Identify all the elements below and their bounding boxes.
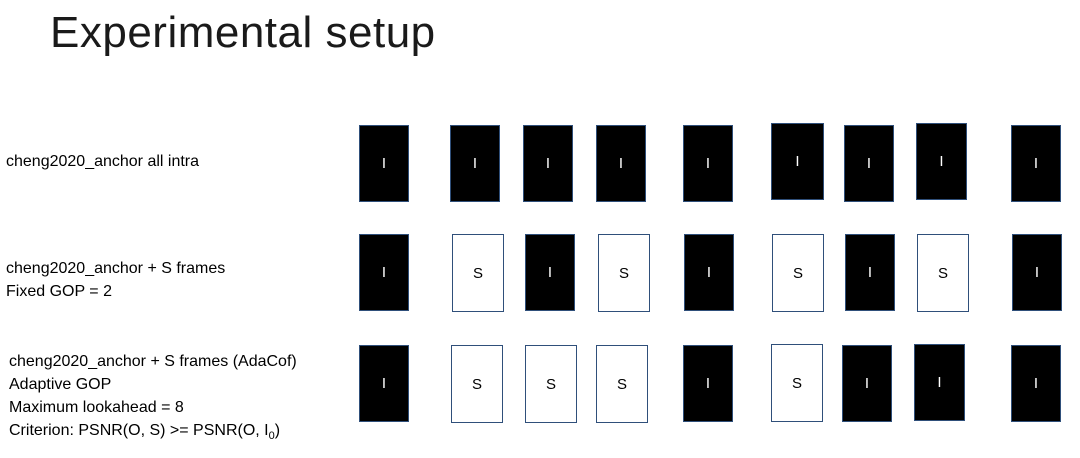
slide-title: Experimental setup bbox=[50, 8, 436, 57]
row-3-frame-6-label: S bbox=[791, 374, 802, 392]
row-3-frame-5-label: I bbox=[705, 375, 711, 392]
row-3-frame-2: S bbox=[451, 345, 503, 423]
row-1-frame-2: I bbox=[450, 125, 500, 202]
row-2-label-line-2: Fixed GOP = 2 bbox=[6, 283, 112, 300]
row-3-frame-9: I bbox=[1011, 345, 1061, 422]
row-2-frame-6: S bbox=[772, 234, 824, 312]
row-3-frame-1: I bbox=[359, 345, 409, 422]
row-2-label-line-1: cheng2020_anchor + S frames bbox=[6, 260, 226, 277]
row-3-frame-3-label: S bbox=[545, 375, 556, 393]
row-3-frame-7: I bbox=[842, 345, 892, 422]
row-3-label: cheng2020_anchor + S frames (AdaCof) Ada… bbox=[9, 350, 297, 448]
row-3-frame-8: I bbox=[914, 344, 965, 421]
row-1-frame-5: I bbox=[683, 125, 733, 202]
row-2-frame-3: I bbox=[525, 234, 575, 311]
row-3-frame-2-label: S bbox=[471, 375, 482, 393]
row-2-frame-8-label: S bbox=[937, 264, 948, 282]
row-3-label-line-2: Adaptive GOP bbox=[9, 376, 112, 393]
row-3-frame-9-label: I bbox=[1033, 375, 1039, 392]
row-2-frame-6-label: S bbox=[792, 264, 803, 282]
row-1-frame-1: I bbox=[359, 125, 409, 202]
row-2-frame-5: I bbox=[684, 234, 734, 311]
row-3-frame-6: S bbox=[771, 344, 823, 422]
row-1-frame-6-label: I bbox=[795, 153, 800, 170]
criterion-prefix: Criterion: PSNR(O, S) >= PSNR(O, I bbox=[9, 422, 269, 439]
row-2-frame-2-label: S bbox=[472, 264, 483, 282]
row-1-frame-7-label: I bbox=[866, 155, 872, 172]
row-2-frame-8: S bbox=[917, 234, 969, 312]
criterion-suffix: ) bbox=[274, 422, 281, 439]
row-2-label: cheng2020_anchor + S frames Fixed GOP = … bbox=[6, 257, 225, 303]
row-1-frame-8-label: I bbox=[939, 153, 944, 170]
row-3-frame-8-label: I bbox=[937, 374, 942, 391]
row-2-frame-4: S bbox=[598, 234, 650, 312]
row-1-frame-3-label: I bbox=[545, 155, 551, 172]
row-1-frame-9-label: I bbox=[1033, 155, 1039, 172]
row-3-frame-4: S bbox=[596, 345, 648, 423]
row-1-frame-9: I bbox=[1011, 125, 1061, 202]
row-2-frame-9: I bbox=[1012, 234, 1062, 311]
row-1-label: cheng2020_anchor all intra bbox=[6, 150, 199, 173]
row-1-label-line-1: cheng2020_anchor all intra bbox=[6, 153, 200, 170]
criterion-subscript: 0 bbox=[268, 430, 275, 443]
row-1-frame-5-label: I bbox=[705, 155, 711, 172]
row-2-frame-9-label: I bbox=[1034, 264, 1040, 281]
row-3-label-line-1: cheng2020_anchor + S frames (AdaCof) bbox=[9, 353, 297, 370]
row-2-frame-5-label: I bbox=[706, 264, 712, 281]
row-1-frame-4-label: I bbox=[618, 155, 624, 172]
row-2-frame-4-label: S bbox=[618, 264, 629, 282]
row-2-frame-2: S bbox=[452, 234, 504, 312]
row-3-frame-1-label: I bbox=[381, 375, 387, 392]
row-1-frame-1-label: I bbox=[381, 155, 387, 172]
row-3-criterion: Criterion: PSNR(O, S) >= PSNR(O, I0) bbox=[9, 419, 297, 448]
row-2-frame-7-label: I bbox=[867, 264, 873, 281]
row-1-frame-2-label: I bbox=[472, 155, 478, 172]
row-2-frame-1-label: I bbox=[381, 264, 387, 281]
row-2-frame-1: I bbox=[359, 234, 409, 311]
row-1-frame-3: I bbox=[523, 125, 573, 202]
row-2-frame-7: I bbox=[845, 234, 895, 311]
row-2-frame-3-label: I bbox=[547, 264, 553, 281]
row-3-frame-4-label: S bbox=[616, 375, 627, 393]
row-1-frame-8: I bbox=[916, 123, 967, 200]
row-3-frame-3: S bbox=[525, 345, 577, 423]
row-3-frame-5: I bbox=[683, 345, 733, 422]
row-1-frame-7: I bbox=[844, 125, 894, 202]
row-3-label-line-3: Maximum lookahead = 8 bbox=[9, 399, 184, 416]
row-3-frame-7-label: I bbox=[864, 375, 870, 392]
row-1-frame-6: I bbox=[771, 123, 824, 200]
row-1-frame-4: I bbox=[596, 125, 646, 202]
